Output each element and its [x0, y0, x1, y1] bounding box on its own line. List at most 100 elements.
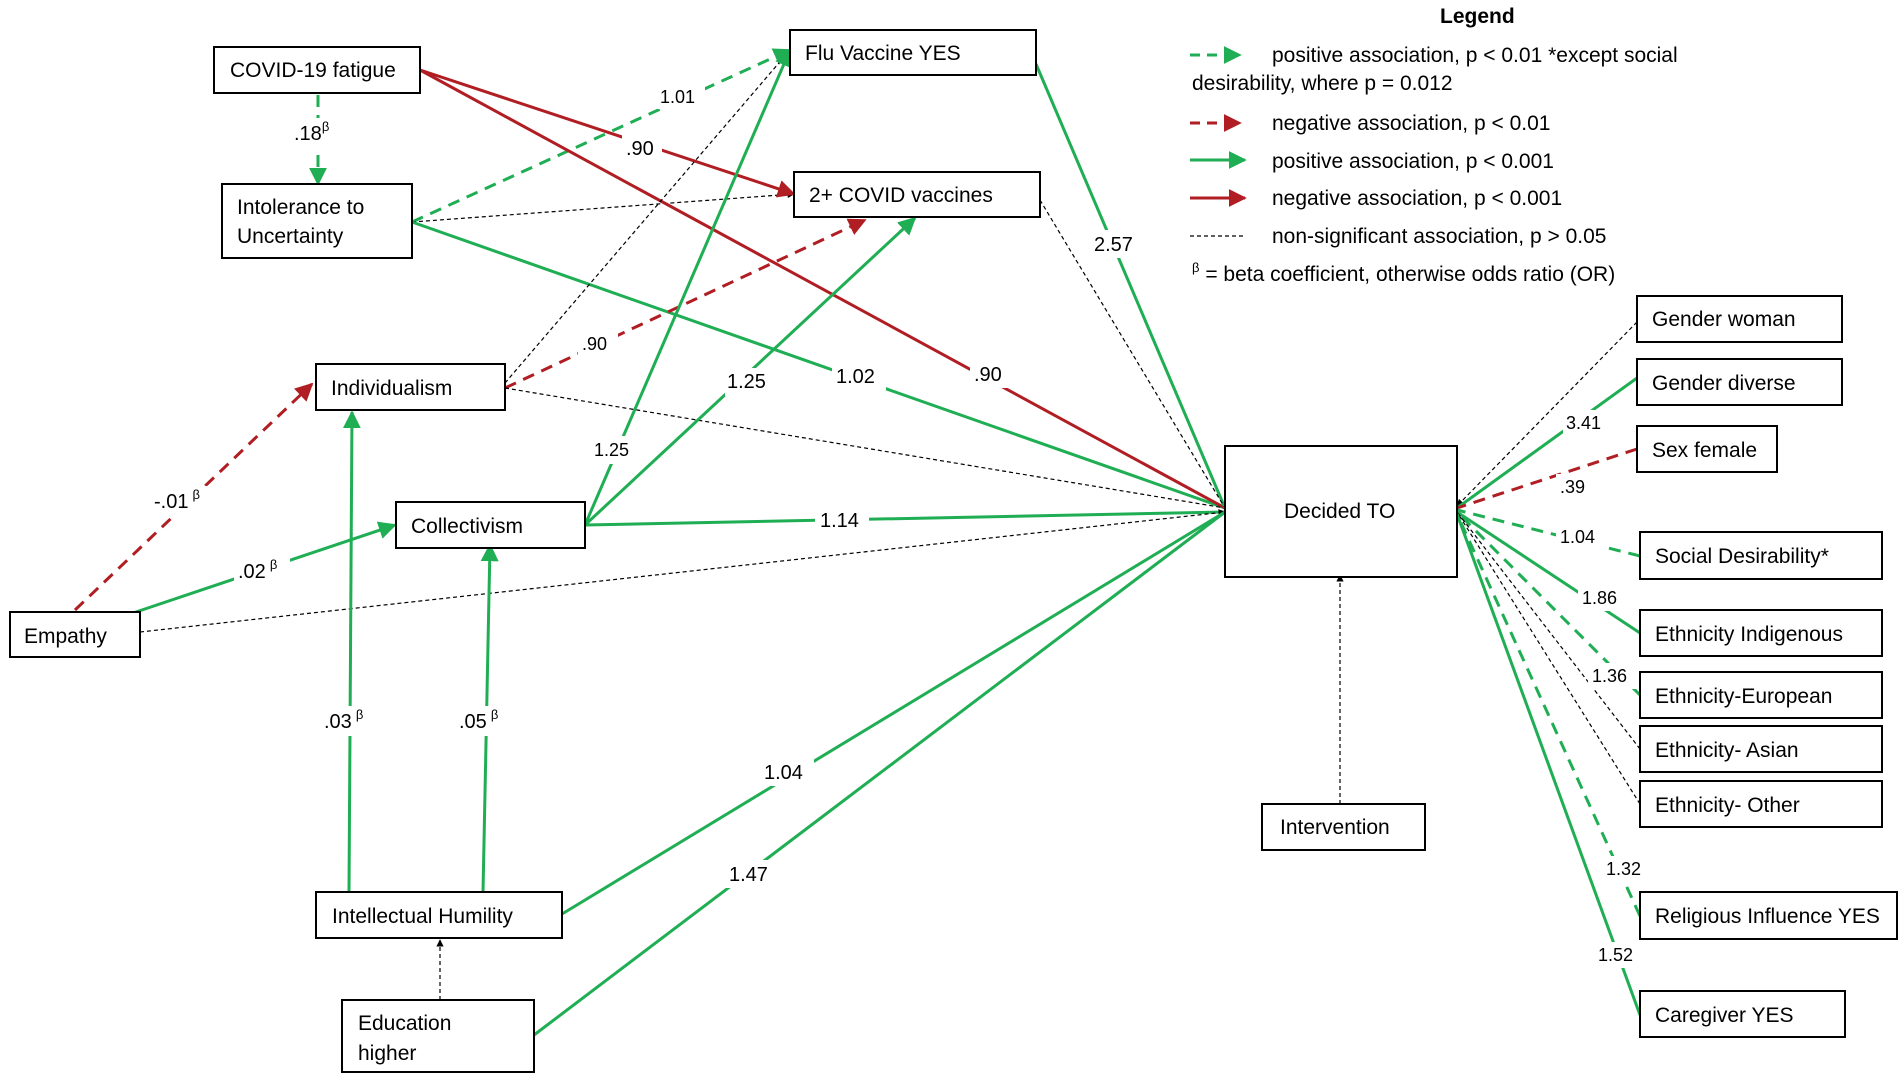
label-fatigue-covidvax: .90 [626, 138, 654, 160]
node-social-desirability-box [1639, 531, 1883, 580]
edge-intolerance-decided [411, 220, 1226, 510]
node-individualism: Individualism [331, 377, 452, 400]
edge-education-decided [533, 510, 1226, 1037]
node-collectivism: Collectivism [411, 515, 523, 538]
nodes: COVID-19 fatigue Intolerance to Uncertai… [9, 29, 1898, 1073]
node-education-line1: Education [358, 1012, 451, 1035]
edge-empathy-decided [139, 509, 1226, 633]
node-caregiver: Caregiver YES [1655, 1004, 1794, 1027]
label-caregiver: 1.52 [1598, 945, 1633, 965]
label-education-decided: 1.47 [729, 864, 768, 886]
node-caregiver-box [1639, 990, 1846, 1038]
node-eth-european: Ethnicity-European [1655, 685, 1832, 708]
label-eth-indigenous: 1.86 [1582, 588, 1617, 608]
edge-religious [1455, 513, 1642, 917]
edge-caregiver [1455, 513, 1642, 1016]
node-covid-fatigue: COVID-19 fatigue [230, 59, 396, 82]
node-gender-woman: Gender woman [1652, 308, 1796, 331]
node-eth-asian-box [1639, 725, 1883, 773]
legend-neg-p001: negative association, p < 0.001 [1272, 187, 1562, 210]
legend-pos-p01-b: desirability, where p = 0.012 [1192, 72, 1453, 95]
edge-intolerance-flu [411, 48, 792, 224]
node-education-line2: higher [358, 1042, 416, 1065]
node-social-desirability: Social Desirability* [1655, 545, 1829, 568]
node-eth-other: Ethnicity- Other [1655, 794, 1800, 817]
node-covid-fatigue-box [213, 46, 421, 94]
edge-social-desirability [1456, 508, 1641, 558]
node-eth-indigenous-box [1639, 609, 1883, 657]
edge-labels: .18β 1.01 .90 .90 1.25 1.02 .90 1.25 2.5… [150, 83, 1650, 968]
legend-neg-p01: negative association, p < 0.01 [1272, 112, 1550, 135]
label-collectivism-decided: 1.14 [820, 510, 859, 532]
label-sex-female: .39 [1560, 477, 1585, 497]
label-collectivism-flu: 1.25 [594, 440, 629, 460]
node-decided-box [1224, 445, 1458, 578]
node-gender-diverse: Gender diverse [1652, 372, 1796, 395]
node-empathy-box [9, 611, 141, 658]
edge-eth-asian [1456, 511, 1641, 750]
label-gender-diverse: 3.41 [1566, 413, 1601, 433]
node-eth-other-box [1639, 780, 1883, 828]
node-humility: Intellectual Humility [332, 905, 513, 928]
node-religious-box [1639, 891, 1898, 940]
edge-fatigue-covidvax [419, 68, 796, 198]
edge-gender-diverse [1456, 376, 1638, 510]
node-intolerance-line1: Intolerance to [237, 196, 364, 219]
label-flu-decided: 2.57 [1094, 234, 1133, 256]
edge-intolerance-covidvax [411, 190, 795, 223]
node-intolerance-line2: Uncertainty [237, 225, 344, 248]
node-eth-european-box [1639, 671, 1883, 719]
node-eth-indigenous: Ethnicity Indigenous [1655, 623, 1843, 646]
node-eth-asian: Ethnicity- Asian [1655, 739, 1799, 762]
edge-flu-decided [1034, 63, 1227, 509]
node-religious: Religious Influence YES [1655, 905, 1880, 928]
legend-pos-p01-a: positive association, p < 0.01 *except s… [1272, 44, 1678, 67]
legend-pos-p001: positive association, p < 0.001 [1272, 150, 1554, 173]
edge-eth-other [1456, 511, 1641, 805]
label-individualism-covidvax: .90 [582, 334, 607, 354]
edge-eth-indigenous [1456, 510, 1641, 635]
edge-individualism-covidvax [504, 218, 867, 390]
label-humility-decided: 1.04 [764, 762, 803, 784]
label-intolerance-flu: 1.01 [660, 87, 695, 107]
node-sex-female: Sex female [1652, 439, 1757, 462]
label-religious: 1.32 [1606, 859, 1641, 879]
node-collectivism-box [395, 501, 586, 549]
node-covidvax: 2+ COVID vaccines [809, 184, 993, 207]
node-individualism-box [315, 363, 506, 411]
label-fatigue-intolerance: .18β [294, 119, 329, 145]
label-collectivism-covidvax: 1.25 [727, 371, 766, 393]
node-flu-vaccine-box [789, 29, 1037, 76]
edge-individualism-decided [504, 387, 1226, 509]
node-humility-box [315, 891, 563, 939]
edge-sex-female [1456, 447, 1638, 510]
node-decided: Decided TO [1284, 500, 1395, 523]
node-intervention-box [1261, 803, 1426, 851]
node-education-box [341, 999, 535, 1073]
legend-nonsig: non-significant association, p > 0.05 [1272, 225, 1606, 248]
edge-gender-woman [1456, 321, 1638, 507]
node-flu-vaccine: Flu Vaccine YES [805, 42, 961, 65]
edge-individualism-flu [504, 49, 791, 384]
legend: Legend positive association, p < 0.01 *e… [1190, 5, 1678, 286]
legend-beta-note: β = beta coefficient, otherwise odds rat… [1192, 260, 1615, 286]
edge-fatigue-decided [419, 68, 1226, 510]
edge-collectivism-decided [584, 510, 1226, 527]
node-intolerance-box [221, 183, 413, 259]
label-fatigue-decided: .90 [974, 364, 1002, 386]
node-covidvax-box [793, 171, 1041, 218]
legend-title: Legend [1440, 5, 1515, 28]
edge-covidvax-decided [1039, 199, 1226, 509]
node-intervention: Intervention [1280, 816, 1390, 839]
label-social-desirability: 1.04 [1560, 527, 1595, 547]
edge-humility-decided [561, 510, 1226, 916]
edge-humility-individualism [342, 410, 361, 893]
label-intolerance-decided: 1.02 [836, 366, 875, 388]
node-sex-female-box [1636, 425, 1778, 473]
node-empathy: Empathy [24, 625, 107, 648]
